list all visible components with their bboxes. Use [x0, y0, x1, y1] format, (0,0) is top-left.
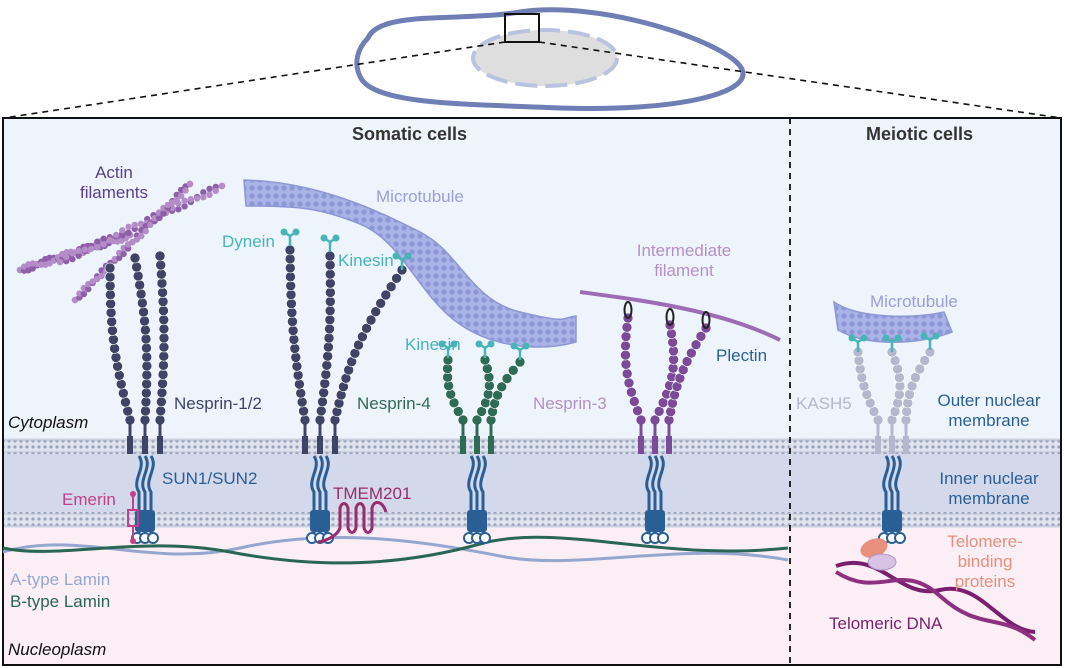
- label-nesprin-3: Nesprin-3: [533, 394, 607, 413]
- label-b-type-lamin: B-type Lamin: [10, 592, 111, 611]
- tmem201-protein: [317, 501, 388, 544]
- nesprin-1-2-chain: [104, 262, 136, 454]
- motor: [882, 334, 902, 352]
- dynein-motor: [320, 234, 340, 252]
- nesprin-4-chain: [442, 354, 469, 454]
- plectin-link: [665, 308, 675, 326]
- nesprin-4-chain: [471, 354, 495, 454]
- kash5-chain: [886, 346, 906, 454]
- motor: [920, 332, 940, 350]
- label-plectin: Plectin: [716, 346, 768, 365]
- label-microtubule-somatic: Microtubule: [376, 187, 464, 206]
- label-inner-membrane: Inner nuclear membrane: [939, 469, 1039, 508]
- label-kash5: KASH5: [796, 394, 852, 413]
- label-tmem201: TMEM201: [333, 484, 412, 503]
- nesprin-1-2-chain: [129, 252, 153, 454]
- label-cytoplasm: Cytoplasm: [8, 413, 89, 432]
- label-kinesin-1: Kinesin: [338, 251, 394, 270]
- label-outer-membrane: Outer nuclear membrane: [937, 391, 1041, 430]
- actin-filaments: [16, 180, 226, 304]
- label-a-type-lamin: A-type Lamin: [10, 570, 111, 589]
- kinesin-motor: [438, 340, 458, 358]
- motor: [848, 334, 868, 352]
- nesprin-1-2-chain: [314, 250, 336, 454]
- microtubule-somatic: [243, 179, 577, 348]
- kash5-chain: [852, 346, 884, 454]
- nesprin-1-2-chain: [329, 264, 408, 454]
- sun-trimer: [306, 455, 334, 544]
- kinesin-motor: [392, 252, 412, 270]
- sun-proteins: [131, 455, 906, 544]
- plectin-link: [701, 311, 711, 329]
- label-sun: SUN1/SUN2: [162, 469, 258, 488]
- label-nesprin-4: Nesprin-4: [357, 394, 431, 413]
- nesprin-4-chain: [485, 356, 526, 454]
- dynein-motor: [280, 228, 300, 246]
- b-type-lamin: [2, 535, 789, 565]
- nesprin-3-chain: [663, 322, 712, 454]
- header-somatic: Somatic cells: [352, 124, 468, 144]
- emerin-protein: [127, 491, 139, 544]
- label-kinesin-2: Kinesin: [405, 335, 461, 354]
- label-emerin: Emerin: [62, 490, 116, 509]
- telomere-binding-proteins: [860, 538, 897, 571]
- label-telomere-proteins: Telomere-binding proteins: [947, 532, 1023, 591]
- kinesin-motor: [475, 340, 495, 358]
- sun-trimer: [131, 455, 159, 544]
- plectin-link: [623, 301, 633, 319]
- label-nesprin-1-2: Nesprin-1/2: [174, 394, 262, 413]
- header-meiotic: Meiotic cells: [866, 124, 974, 144]
- actin-filament: [71, 180, 194, 304]
- label-actin: Actin filaments: [79, 163, 149, 202]
- sun-trimer: [878, 455, 906, 544]
- label-dynein: Dynein: [222, 232, 275, 251]
- nesprin-1-2-chain: [154, 250, 170, 454]
- label-nucleoplasm: Nucleoplasm: [8, 640, 107, 659]
- cell-overview-icon: [3, 7, 1062, 119]
- kinesin-motor: [510, 342, 530, 360]
- intermediate-filament: [579, 290, 781, 342]
- kash5-chain: [900, 346, 936, 454]
- sun-trimer: [463, 455, 491, 544]
- nesprin-3-chain: [649, 319, 679, 454]
- a-type-lamin: [2, 536, 789, 563]
- label-intermediate-filament: Intermediate filament: [636, 241, 732, 280]
- sun-trimer: [641, 455, 669, 544]
- nesprin-1-2-chain: [284, 244, 311, 454]
- label-telomeric-dna: Telomeric DNA: [829, 614, 943, 633]
- nesprin-3-chain: [620, 312, 647, 454]
- nesprin-chains: [104, 228, 940, 454]
- label-microtubule-meiotic: Microtubule: [870, 292, 958, 311]
